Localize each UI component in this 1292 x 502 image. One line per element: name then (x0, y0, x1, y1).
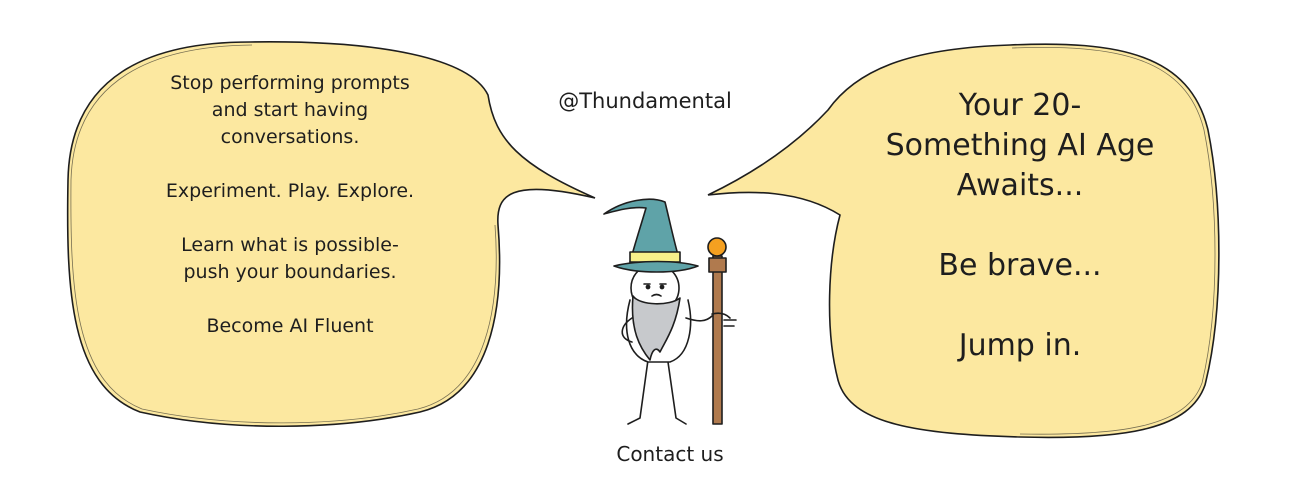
wizard-legs (627, 359, 687, 425)
text-line: Awaits... (956, 168, 1084, 203)
left-paragraph: Become AI Fluent (110, 313, 470, 340)
text-line: push your boundaries. (183, 261, 397, 283)
staff-cap (708, 257, 727, 273)
contact-us-link[interactable]: Contact us (560, 442, 780, 466)
right-paragraph: Your 20- Something AI Age Awaits... (850, 86, 1190, 206)
wizard-hat-brim (613, 260, 699, 273)
text-line: and start having (211, 99, 369, 121)
left-paragraph: Stop performing prompts and start having… (110, 70, 470, 151)
text-line: Stop performing prompts (170, 72, 410, 94)
text-line: Be brave... (938, 248, 1102, 283)
text-line: Jump in. (958, 328, 1082, 363)
left-paragraph: Experiment. Play. Explore. (110, 178, 470, 205)
wizard-hand (711, 312, 737, 327)
text-line: Something AI Age (885, 128, 1155, 163)
staff-orb (707, 237, 727, 257)
text-line: Become AI Fluent (206, 315, 374, 337)
text-line: Experiment. Play. Explore. (165, 180, 415, 202)
social-handle: @Thundamental (558, 89, 732, 113)
wizard-hat-band (629, 251, 681, 263)
wizard-beard (631, 295, 681, 361)
right-paragraph: Jump in. (850, 326, 1190, 366)
text-line: Your 20- (958, 88, 1082, 123)
wizard-hat (603, 198, 681, 263)
staff (712, 255, 723, 425)
left-speech-bubble (66, 41, 596, 428)
left-paragraph: Learn what is possible- push your bounda… (110, 232, 470, 286)
right-paragraph: Be brave... (850, 246, 1190, 286)
text-line: conversations. (220, 126, 360, 148)
right-bubble-text: Your 20- Something AI Age Awaits... Be b… (850, 86, 1190, 366)
text-line: Learn what is possible- (181, 234, 399, 256)
left-bubble-text: Stop performing prompts and start having… (110, 70, 470, 340)
right-speech-bubble (707, 43, 1220, 439)
wizard-icon (603, 198, 737, 425)
